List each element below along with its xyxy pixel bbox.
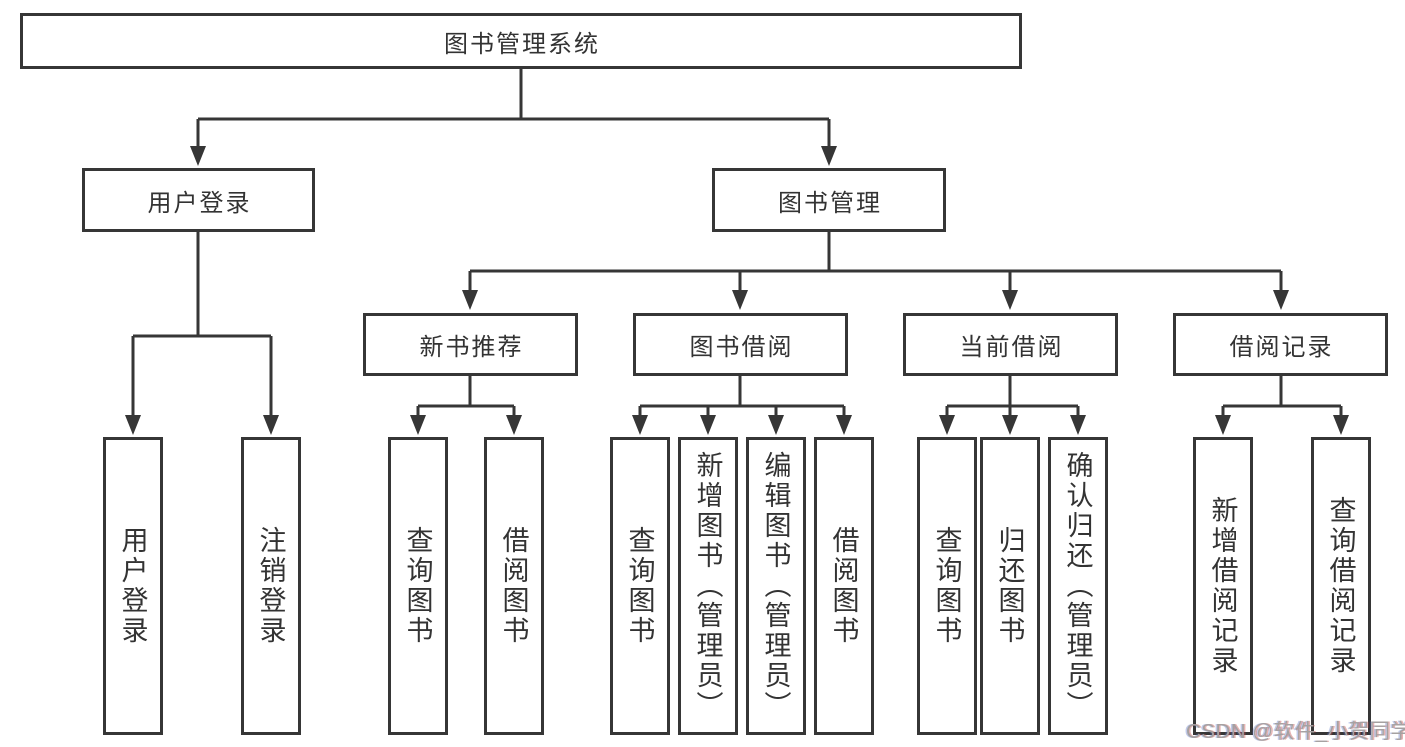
leaf-logout: 注销登录 xyxy=(241,437,301,735)
csdn-watermark: CSDN @软件_小贺同学 xyxy=(1186,720,1405,743)
tree-edges xyxy=(131,69,1343,419)
leaf-query-books-current: 查询图书 xyxy=(917,437,977,735)
leaf-user-login: 用户登录 xyxy=(103,437,163,735)
leaf-confirm-return-admin: 确认归还（管理员） xyxy=(1048,437,1108,735)
leaf-add-books-admin: 新增图书（管理员） xyxy=(678,437,738,735)
node-user-login: 用户登录 xyxy=(82,168,315,232)
node-new-book-recommend: 新书推荐 xyxy=(363,313,578,376)
node-book-borrowing: 图书借阅 xyxy=(633,313,848,376)
node-library-system: 图书管理系统 xyxy=(20,13,1022,69)
leaf-query-borrow-record: 查询借阅记录 xyxy=(1311,437,1371,735)
leaf-borrow-books: 借阅图书 xyxy=(814,437,874,735)
arrowheads xyxy=(125,146,1349,435)
leaf-borrow-books-recommend: 借阅图书 xyxy=(484,437,544,735)
node-borrowing-records: 借阅记录 xyxy=(1173,313,1388,376)
leaf-return-books: 归还图书 xyxy=(980,437,1040,735)
leaf-query-books-recommend: 查询图书 xyxy=(388,437,448,735)
leaf-add-borrow-record: 新增借阅记录 xyxy=(1193,437,1253,735)
leaf-edit-books-admin: 编辑图书（管理员） xyxy=(746,437,806,735)
leaf-query-books-borrow: 查询图书 xyxy=(610,437,670,735)
node-current-borrowing: 当前借阅 xyxy=(903,313,1118,376)
node-book-management: 图书管理 xyxy=(712,168,946,232)
